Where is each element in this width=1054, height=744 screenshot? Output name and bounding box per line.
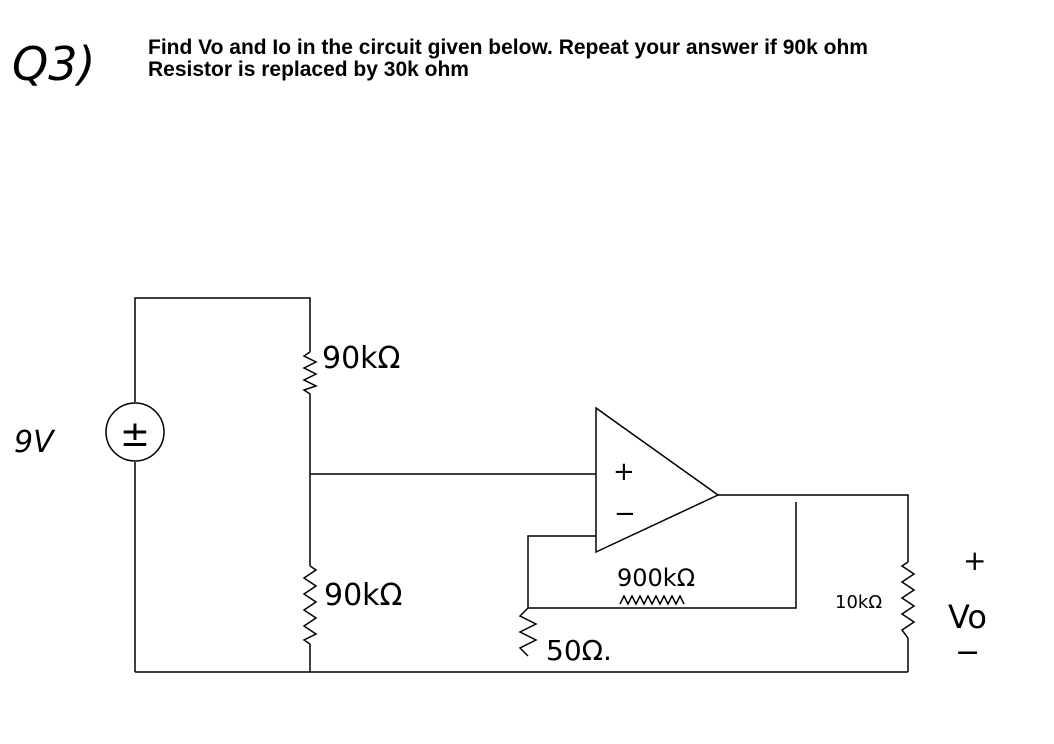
resistor-ground-50 <box>518 607 538 657</box>
voltage-source-symbol: ± <box>120 414 150 455</box>
opamp-plus-sign: + <box>613 457 635 487</box>
resistor-bottom-label: 90kΩ <box>324 578 402 613</box>
question-number: Q3) <box>12 37 95 91</box>
question-line-1: Find Vo and Io in the circuit given belo… <box>148 36 868 59</box>
resistor-top-label: 90kΩ <box>322 341 400 376</box>
wire-feedback <box>527 502 797 609</box>
question-text: Find Vo and Io in the circuit given belo… <box>148 37 868 81</box>
resistor-bottom-90k <box>302 565 318 645</box>
resistor-feedback-900k <box>619 594 685 606</box>
vo-plus-sign: + <box>963 544 986 577</box>
resistor-load-label: 10kΩ <box>835 592 882 613</box>
vo-label: Vo <box>948 598 987 636</box>
opamp-minus-sign: − <box>614 499 636 529</box>
resistor-feedback-label: 900kΩ <box>617 564 695 592</box>
opamp-triangle <box>595 406 720 554</box>
source-voltage-label: 9V <box>14 425 56 460</box>
question-line-2: Resistor is replaced by 30k ohm <box>148 58 469 81</box>
voltage-source-circle <box>105 402 165 462</box>
vo-minus-sign: − <box>955 635 980 670</box>
wire-top-left <box>134 297 311 402</box>
resistor-load-10k <box>900 561 916 639</box>
wires <box>134 297 909 673</box>
resistor-ground-label: 50Ω. <box>546 634 612 667</box>
resistors <box>302 351 916 657</box>
resistor-top-90k <box>302 351 318 395</box>
wire-output <box>718 494 909 562</box>
